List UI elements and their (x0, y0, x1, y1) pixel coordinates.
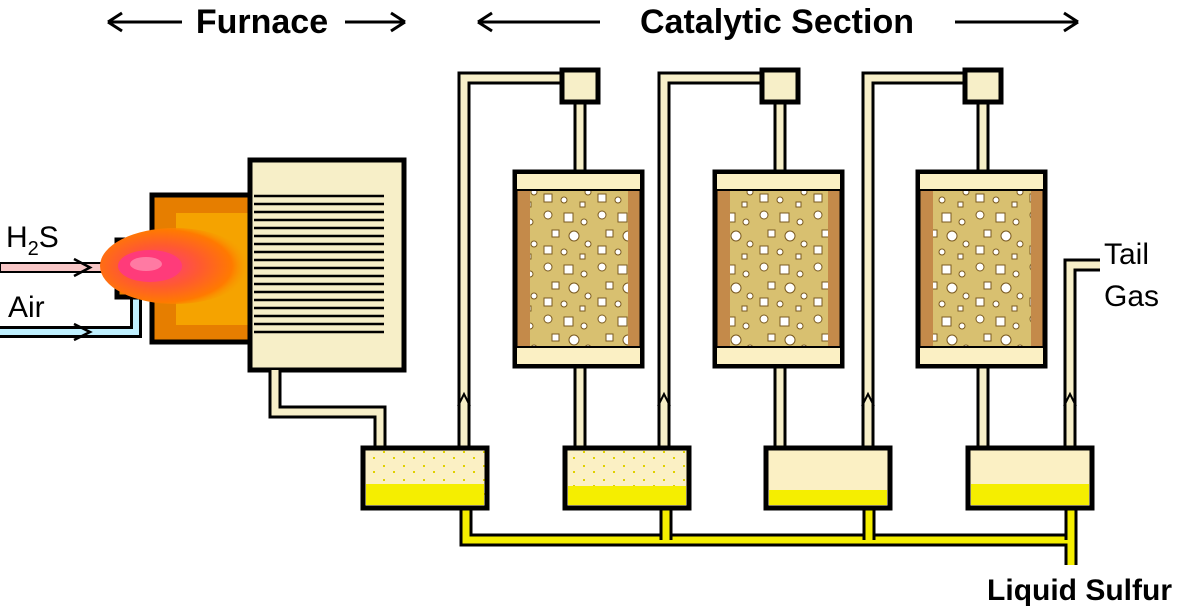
furnace-burner (100, 192, 257, 345)
reactor-1 (512, 169, 645, 369)
flow-arrows (457, 391, 1077, 407)
condenser-4 (965, 445, 1095, 511)
condenser-3 (763, 445, 893, 511)
liquid-sulfur-header (459, 505, 1078, 565)
reactor-2 (712, 169, 845, 369)
tail-gas-label-line1: Tail (1104, 238, 1149, 271)
catalytic-section-label: Catalytic Section (640, 3, 914, 41)
reheaters (559, 67, 1004, 105)
furnace-label: Furnace (196, 3, 328, 41)
air-label: Air (8, 291, 45, 324)
h2s-label: H2S (6, 221, 59, 260)
air-inlet-line (0, 298, 142, 342)
condenser-1 (360, 445, 490, 511)
boiler-tubes (254, 194, 384, 334)
liquid-sulfur-label: Liquid Sulfur (987, 574, 1172, 607)
header-furnace: Furnace (107, 3, 406, 41)
header-catalytic-section: Catalytic Section (477, 3, 1079, 41)
gas-piping (268, 71, 1100, 452)
condenser-2 (562, 445, 692, 511)
reactor-3 (915, 169, 1048, 369)
waste-heat-boiler (247, 157, 407, 373)
tail-gas-label-line2: Gas (1104, 280, 1159, 313)
